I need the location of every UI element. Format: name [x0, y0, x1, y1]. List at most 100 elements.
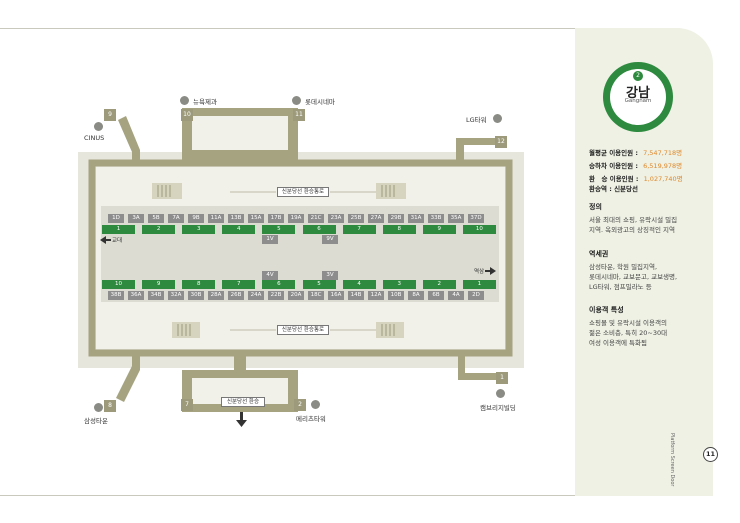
concourse-frame	[88, 159, 513, 357]
section-title: 역세권	[589, 250, 609, 258]
station-badge	[603, 62, 673, 132]
line-number: 2	[636, 72, 640, 79]
exit-11-label: 롯데시네마	[305, 98, 335, 106]
door-label: 4A	[448, 291, 464, 300]
exit12-passage	[456, 138, 496, 145]
exit-9-marker	[94, 122, 103, 131]
door-label: 32A	[168, 291, 184, 300]
exit-8-number: 8	[104, 400, 116, 412]
car-number: 7	[222, 280, 256, 289]
section-line: 삼성타운, 학원 밀집지역,	[589, 263, 658, 271]
door-label: 33B	[428, 214, 444, 223]
door-label: 17B	[268, 214, 284, 223]
corridor-label-south: 신분당선 환승	[221, 397, 265, 407]
stat-value: 6,519,978명	[643, 162, 683, 170]
exit9-passage	[118, 116, 140, 163]
arrow-left-icon	[100, 236, 106, 244]
section-line: 여성 이용객에 특화됨	[589, 339, 647, 347]
exit8-passage	[116, 353, 140, 402]
exit-10-number: 10	[181, 109, 193, 121]
stat-row: 승하차 이용인원 : 6,519,978명	[589, 158, 709, 171]
top-stair-left	[152, 183, 182, 199]
car-number: 1	[102, 225, 135, 234]
vehicle-marker: 1V	[262, 235, 278, 244]
car-number: 3	[182, 225, 216, 234]
station-name: 강남	[626, 86, 650, 101]
car-number: 5	[302, 280, 336, 289]
car-number: 9	[422, 225, 456, 234]
exit-12-marker	[493, 114, 502, 123]
car-number: 10	[462, 225, 496, 234]
door-label: 2D	[468, 291, 484, 300]
area-section: 역세권 삼성타운, 학원 밀집지역, 롯데시네마, 교보문고, 교보생명, LG…	[589, 249, 709, 292]
stat-label: 월평균 이용인원 :	[589, 149, 638, 157]
vehicle-marker: 9V	[322, 235, 338, 244]
exit-10-label: 뉴욕제과	[193, 98, 217, 106]
car-number: 6	[262, 280, 296, 289]
stat-value: 1,027,740명	[643, 175, 683, 183]
section-line: 서울 최대의 쇼핑, 유락시설 밀집	[589, 216, 678, 224]
exit-8-label: 삼성타운	[84, 417, 108, 425]
car-number: 3	[382, 280, 416, 289]
door-label: 19A	[288, 214, 304, 223]
section-line: 쇼핑몰 및 유락시설 이용객의	[589, 319, 667, 327]
exit-1-marker	[496, 389, 505, 398]
car-number: 8	[382, 225, 416, 234]
door-label: 11A	[208, 214, 224, 223]
door-label: 8A	[408, 291, 424, 300]
stats-block: 월평균 이용인원 : 7,547,718명 승하차 이용인원 : 6,519,9…	[589, 145, 709, 194]
section-title: 정의	[589, 203, 602, 211]
exit-11-marker	[292, 96, 301, 105]
door-label: 31A	[408, 214, 424, 223]
door-label: 38B	[108, 291, 124, 300]
car-number: 7	[342, 225, 376, 234]
door-label: 10B	[388, 291, 404, 300]
exit-10-marker	[180, 96, 189, 105]
car-number: 6	[302, 225, 336, 234]
car-number: 4	[222, 225, 256, 234]
car-number: 10	[102, 280, 135, 289]
section-title: 이용객 특성	[589, 306, 624, 314]
car-number: 9	[142, 280, 176, 289]
exit-9-label: CINUS	[84, 134, 105, 142]
car-number: 5	[262, 225, 296, 234]
door-label: 1D	[108, 214, 124, 223]
door-label: 12A	[368, 291, 384, 300]
door-label: 14B	[348, 291, 364, 300]
door-label: 6B	[428, 291, 444, 300]
vehicle-marker: 4V	[262, 271, 278, 280]
exit-2-label: 메리츠타워	[296, 415, 326, 423]
door-label: 36A	[128, 291, 144, 300]
door-label: 5B	[148, 214, 164, 223]
door-label: 29B	[388, 214, 404, 223]
corridor-label-bottom: 신분당선 환승통로	[277, 325, 329, 335]
side-caption: Platform Screen Door	[669, 433, 675, 487]
stat-row: 환 승 이용인원 : 1,027,740명	[589, 171, 709, 184]
door-label: 25B	[348, 214, 364, 223]
stat-label: 승하차 이용인원 :	[589, 162, 638, 170]
bottom-stair-left	[172, 322, 200, 338]
vehicle-marker: 3V	[322, 271, 338, 280]
exit-8-marker	[94, 403, 103, 412]
exit-9-number: 9	[104, 109, 116, 121]
door-label: 21C	[308, 214, 324, 223]
door-label: 28A	[208, 291, 224, 300]
door-label: 30B	[188, 291, 204, 300]
corridor-label-top: 신분당선 환승통로	[277, 187, 329, 197]
info-panel: 2 강남 Gangnam 월평균 이용인원 : 7,547,718명 승하차 이…	[575, 28, 718, 496]
door-label: 15A	[248, 214, 264, 223]
transfer-info: 환승역 : 신분당선	[589, 185, 638, 193]
door-label: 35A	[448, 214, 464, 223]
definition-section: 정의 서울 최대의 쇼핑, 유락시설 밀집 지역. 옥외광고의 상징적인 지역	[589, 202, 709, 235]
top-rule	[0, 28, 575, 29]
door-label: 27A	[368, 214, 384, 223]
exit1-passage	[458, 353, 465, 379]
door-label: 18C	[308, 291, 324, 300]
door-label: 23A	[328, 214, 344, 223]
section-line: LG타워, 점프밀라노 등	[589, 283, 652, 291]
door-label: 26B	[228, 291, 244, 300]
exit-12-label: LG타워	[466, 116, 487, 124]
exit-12-number: 12	[495, 136, 507, 148]
car-number: 4	[342, 280, 376, 289]
stat-label: 환 승 이용인원 :	[589, 175, 639, 183]
